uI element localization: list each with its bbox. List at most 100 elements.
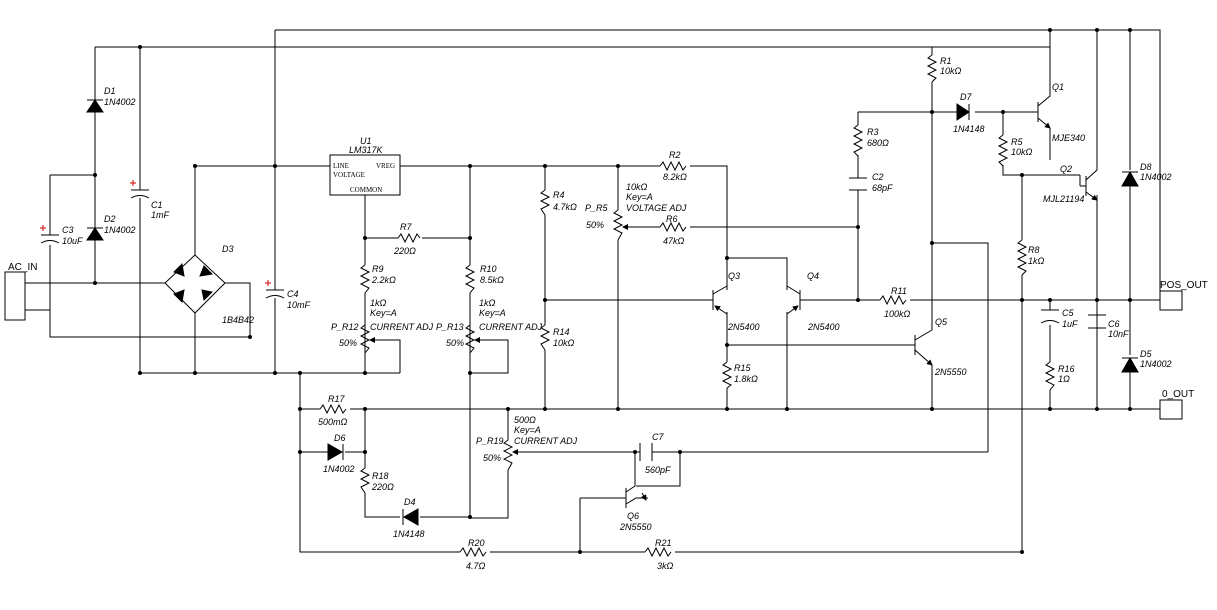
d4-value: 1N4148 (393, 529, 425, 539)
r11-ref: R11 (891, 286, 907, 296)
port-zero-out[interactable]: 0_OUT (1159, 389, 1194, 420)
capacitor-c6[interactable]: C6 10nF (1088, 314, 1129, 339)
r8-value: 1kΩ (1028, 256, 1045, 266)
d1-value: 1N4002 (104, 97, 136, 107)
potentiometer-p-r5[interactable]: P_R5 50% 10kΩ Key=A VOLTAGE ADJ (585, 182, 687, 241)
resistor-r17[interactable]: R17 500mΩ (318, 394, 348, 427)
r4-ref: R4 (553, 190, 565, 200)
c4-value: 10mF (287, 300, 311, 310)
r5-ref: R5 (1011, 137, 1023, 147)
bridge-rectifier-d3[interactable]: D3 1B4B42 (164, 244, 254, 325)
p-r13-setting: 50% (446, 338, 464, 348)
r1-ref: R1 (940, 56, 952, 66)
p-r5-key: Key=A (626, 192, 653, 202)
q2-value: MJL21194 (1043, 194, 1084, 204)
capacitor-c4[interactable]: C4 10mF (265, 280, 311, 310)
p-r19-ref: P_R19 (476, 436, 504, 446)
p-r5-setting: 50% (586, 220, 604, 230)
p-r19-value: 500Ω (514, 415, 536, 425)
r16-value: 1Ω (1058, 374, 1070, 384)
c6-ref: C6 (1108, 319, 1120, 329)
resistor-r5[interactable]: R5 10kΩ (997, 134, 1033, 167)
p-r12-function: CURRENT ADJ (370, 322, 434, 332)
potentiometer-p-r12[interactable]: 1kΩ Key=A CURRENT ADJ P_R12 50% (331, 298, 434, 354)
port-pos-out[interactable]: POS_OUT (1159, 280, 1208, 311)
transistor-q5[interactable]: Q5 2N5550 (914, 317, 967, 377)
r21-ref: R21 (655, 538, 672, 548)
r3-value: 680Ω (867, 138, 889, 148)
resistor-r9[interactable]: R9 2.2kΩ (359, 264, 396, 294)
c2-value: 68pF (872, 183, 893, 193)
resistor-r4[interactable]: R4 4.7kΩ (539, 189, 577, 216)
port-ac-in-label: AC_IN (8, 262, 37, 273)
q6-value: 2N5550 (619, 522, 652, 532)
p-r12-key: Key=A (370, 308, 397, 318)
p-r13-function: CURRENT ADJ (479, 322, 543, 332)
r3-ref: R3 (867, 127, 879, 137)
resistor-r2[interactable]: R2 8.2kΩ (659, 150, 687, 182)
resistor-r1[interactable]: R1 10kΩ (926, 54, 962, 83)
d3-ref: D3 (222, 244, 234, 254)
r15-ref: R15 (734, 363, 752, 373)
transistor-q1[interactable]: Q1 MJE340 (1030, 82, 1085, 143)
capacitor-c5[interactable]: C5 1uF (1040, 308, 1078, 329)
p-r19-key: Key=A (514, 425, 541, 435)
p-r12-value: 1kΩ (370, 298, 387, 308)
diode-d8[interactable]: D8 1N4002 (1121, 162, 1172, 187)
transistor-q3[interactable]: Q3 2N5400 (712, 271, 760, 332)
resistor-r20[interactable]: R20 4.7Ω (459, 538, 487, 571)
q6-ref: Q6 (627, 511, 639, 521)
resistor-r11[interactable]: R11 100kΩ (879, 286, 911, 319)
r6-ref: R6 (666, 214, 678, 224)
diode-d6[interactable]: D6 1N4002 (323, 433, 355, 474)
q5-ref: Q5 (935, 317, 948, 327)
resistor-r16[interactable]: R16 1Ω (1044, 361, 1075, 391)
u1-pin-vreg: VREG (376, 162, 395, 170)
q5-value: 2N5550 (934, 367, 967, 377)
r7-value: 220Ω (393, 246, 416, 256)
r11-value: 100kΩ (884, 309, 911, 319)
diode-d1[interactable]: D1 1N4002 (86, 86, 136, 113)
capacitor-c3[interactable]: C3 10uF (40, 225, 83, 246)
resistor-r6[interactable]: R6 47kΩ (659, 214, 687, 246)
u1-pin-line: LINE (333, 162, 349, 170)
resistor-r21[interactable]: R21 3kΩ (644, 538, 674, 571)
resistor-r3[interactable]: R3 680Ω (852, 124, 889, 157)
q3-ref: Q3 (728, 271, 740, 281)
resistor-r8[interactable]: R8 1kΩ (1016, 239, 1045, 276)
resistor-r14[interactable]: R14 10kΩ (539, 324, 575, 351)
port-ac-in[interactable]: AC_IN (4, 262, 37, 321)
u1-pin-voltage: VOLTAGE (333, 171, 365, 179)
transistor-q6[interactable]: Q6 2N5550 (619, 485, 652, 532)
diode-d2[interactable]: D2 1N4002 (86, 214, 136, 241)
regulator-u1[interactable]: U1 LM317K LINE VOLTAGE VREG COMMON (329, 136, 401, 196)
resistor-r15[interactable]: R15 1.8kΩ (721, 361, 758, 389)
p-r5-ref: P_R5 (585, 203, 609, 213)
r2-ref: R2 (669, 150, 681, 160)
potentiometer-p-r13[interactable]: 1kΩ Key=A CURRENT ADJ P_R13 50% (436, 298, 543, 354)
diode-d4[interactable]: D4 1N4148 (393, 497, 425, 539)
u1-pin-common: COMMON (350, 186, 382, 194)
p-r13-value: 1kΩ (479, 298, 496, 308)
diode-d5[interactable]: D5 1N4002 (1121, 349, 1172, 373)
p-r19-function: CURRENT ADJ (514, 436, 578, 446)
diode-d7[interactable]: D7 1N4148 (945, 92, 985, 134)
capacitor-c7[interactable]: C7 560pF (639, 432, 671, 475)
d6-ref: D6 (334, 433, 346, 443)
q3-value: 2N5400 (727, 322, 760, 332)
p-r5-value: 10kΩ (626, 182, 648, 192)
p-r19-setting: 50% (483, 453, 501, 463)
port-pos-out-label: POS_OUT (1160, 280, 1208, 291)
resistor-r18[interactable]: R18 220Ω (359, 467, 394, 494)
capacitor-c1[interactable]: C1 1mF (130, 180, 170, 220)
transistor-q4[interactable]: Q4 2N5400 (786, 271, 840, 332)
c7-value: 560pF (645, 465, 671, 475)
capacitor-c2[interactable]: C2 68pF (849, 172, 893, 193)
resistor-r10[interactable]: R10 8.5kΩ (464, 264, 504, 294)
c5-ref: C5 (1062, 308, 1074, 318)
transistor-q2[interactable]: Q2 MJL21194 (1043, 160, 1098, 204)
resistor-r7[interactable]: R7 220Ω (393, 222, 421, 256)
potentiometer-p-r19[interactable]: 500Ω Key=A CURRENT ADJ P_R19 50% (476, 415, 578, 471)
q1-value: MJE340 (1052, 133, 1085, 143)
